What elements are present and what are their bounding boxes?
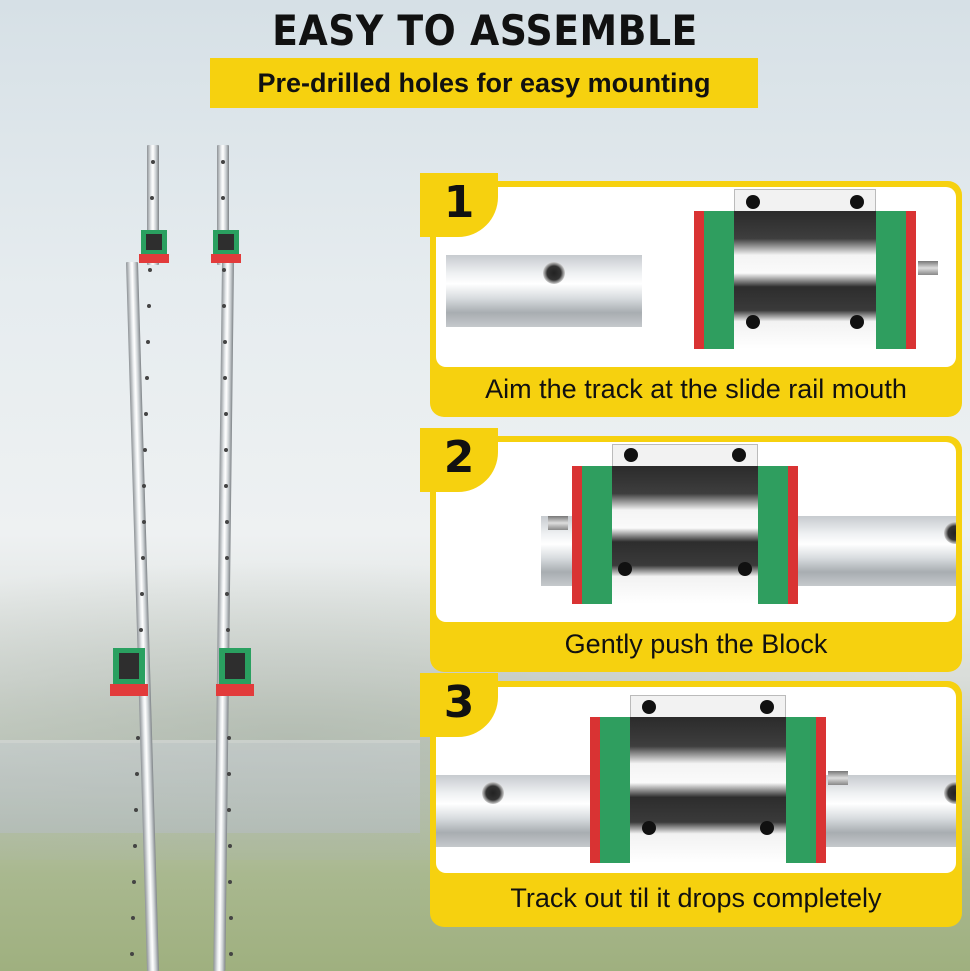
rail-hole: [143, 448, 148, 452]
rail-hole: [223, 412, 228, 416]
rail-hole: [138, 628, 143, 632]
step-1-image: [436, 187, 956, 367]
rail-mount-hole: [543, 262, 565, 284]
rail-hole: [134, 772, 139, 776]
rail-hole: [223, 376, 228, 380]
rail-hole: [139, 592, 144, 596]
rail-hole: [228, 916, 233, 920]
rail-hole: [132, 880, 137, 884]
rail-hole: [221, 196, 226, 200]
rail-hole: [146, 340, 151, 344]
step-caption-2: Gently push the Block: [564, 629, 828, 659]
carriage-block: [590, 695, 848, 863]
step-2-image: [436, 442, 956, 622]
rail-hole: [150, 196, 155, 200]
step-number-3: 3: [420, 673, 498, 737]
rail-hole: [145, 376, 150, 380]
rail-hole: [227, 772, 232, 776]
rail-hole: [224, 484, 229, 488]
rail-mount-hole: [944, 522, 956, 544]
rail-hole: [221, 160, 225, 164]
rail-hole: [225, 592, 230, 596]
rail-block-top-right: [211, 230, 241, 264]
rail-hole: [222, 268, 227, 272]
rail-hole: [148, 268, 153, 272]
rail-hole: [151, 160, 155, 164]
rail-hole: [133, 808, 138, 812]
rail-mount-hole: [944, 782, 956, 804]
rail-hole: [131, 916, 136, 920]
carriage-block: [694, 189, 938, 349]
rail-hole: [225, 628, 230, 632]
step-panel-2: 2 Gently push the Block: [420, 428, 962, 672]
rail-hole: [227, 844, 232, 848]
rail-hole: [144, 412, 149, 416]
rail-block-bottom-right: [216, 648, 254, 700]
rail-hole: [141, 520, 146, 524]
rail-mount-hole: [482, 782, 504, 804]
rail-block-top-left: [139, 230, 169, 264]
rail-hole: [227, 808, 232, 812]
step-panel-3: 3 Track out til it drops completely: [420, 673, 962, 927]
rail-hole: [135, 736, 140, 740]
subtitle-banner: Pre-drilled holes for easy mounting: [210, 58, 758, 108]
step-number-1: 1: [420, 173, 498, 237]
rail-hole: [133, 844, 138, 848]
step-3-image: [436, 687, 956, 873]
rail-hole: [224, 556, 229, 560]
carriage-block: [548, 444, 798, 604]
rail-hole: [222, 304, 227, 308]
step-panel-1: 1 Aim the track at the slide rail mouth: [420, 173, 962, 417]
rail-hole: [228, 880, 233, 884]
step-number-2: 2: [420, 428, 498, 492]
rail-hole: [223, 448, 228, 452]
rail-hole: [228, 952, 233, 956]
rail-hole: [142, 484, 147, 488]
rail-hole: [147, 304, 152, 308]
rail-hole: [140, 556, 145, 560]
step-caption-3: Track out til it drops completely: [510, 883, 882, 913]
page-title: EASY TO ASSEMBLE: [272, 6, 698, 55]
rail-hole: [130, 952, 135, 956]
rail-hole: [222, 340, 227, 344]
rail-hole: [224, 520, 229, 524]
background-building: [0, 740, 420, 833]
rail-block-bottom-left: [110, 648, 148, 700]
step-caption-1: Aim the track at the slide rail mouth: [485, 374, 907, 404]
rail-hole: [226, 736, 231, 740]
